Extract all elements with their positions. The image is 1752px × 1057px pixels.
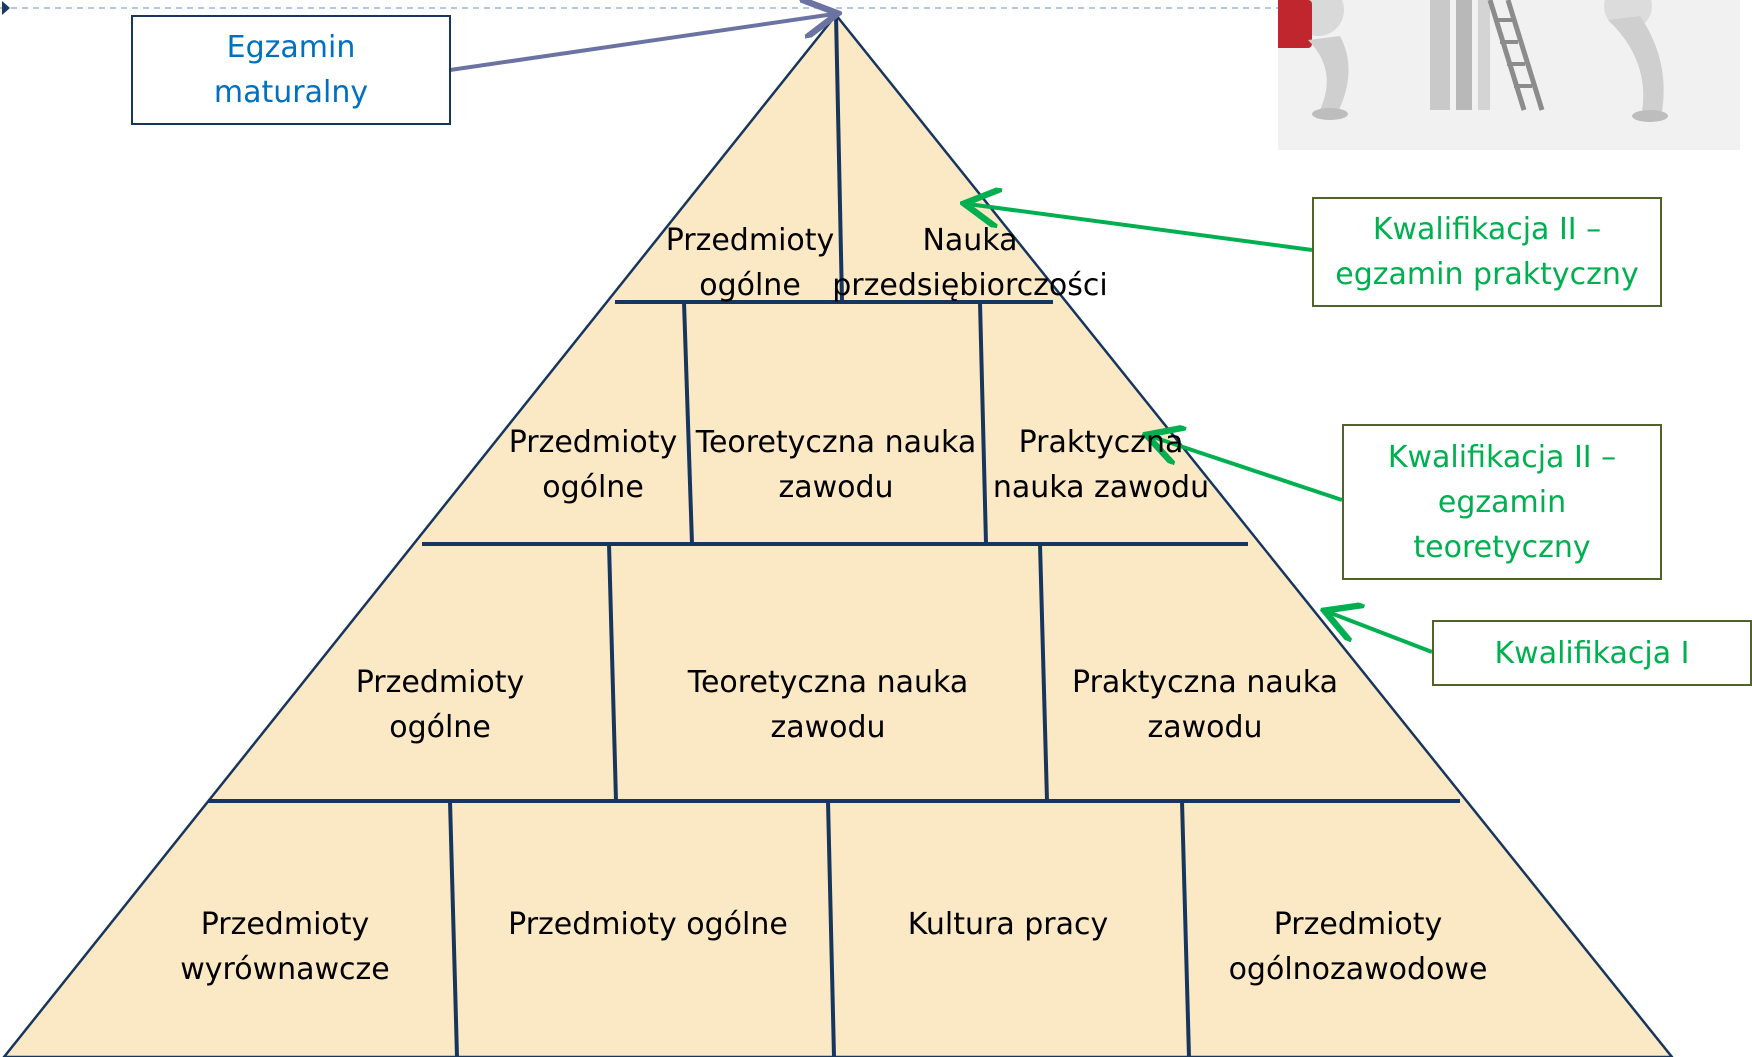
- callout-line: Egzamin: [226, 30, 356, 65]
- cell-divider: [826, 800, 836, 1057]
- matura-callout: Egzamin maturalny: [131, 15, 451, 125]
- arrow-theoretical: [1150, 436, 1343, 502]
- tier2-left-label: Przedmioty ogólne: [480, 420, 706, 510]
- cell-divider: [682, 301, 694, 545]
- label-line: Przedmioty ogólne: [508, 907, 788, 942]
- label-line: ogólne: [542, 470, 644, 505]
- cell-divider: [607, 543, 618, 802]
- arrow-k1: [1328, 612, 1433, 654]
- cell-divider: [834, 14, 844, 303]
- label-line: Przedmioty: [200, 907, 370, 942]
- label-line: Praktyczna: [1018, 425, 1184, 460]
- photo-drawing: [1278, 0, 1740, 150]
- tier3-left-label: Przedmioty ogólne: [330, 660, 550, 750]
- kwalifikacja-1-callout: Kwalifikacja I: [1432, 620, 1752, 686]
- label-line: ogólne: [389, 710, 491, 745]
- tier1-left-label: Przedmioty ogólne: [650, 218, 850, 308]
- label-line: Przedmioty: [1273, 907, 1443, 942]
- label-line: Teoretyczna nauka: [687, 665, 969, 700]
- callout-line: Kwalifikacja I: [1494, 635, 1690, 671]
- label-line: Praktyczna nauka: [1072, 665, 1338, 700]
- label-line: Kultura pracy: [907, 907, 1109, 942]
- label-line: zawodu: [778, 470, 894, 505]
- cell-divider: [1180, 800, 1191, 1057]
- tier2-middle-label: Teoretyczna nauka zawodu: [690, 420, 982, 510]
- tier1-right-label: Nauka przedsiębiorczości: [820, 218, 1120, 308]
- tier4-col3-label: Kultura pracy: [850, 902, 1166, 947]
- label-line: ogólne: [699, 268, 801, 303]
- callout-line: teoretyczny: [1413, 529, 1591, 565]
- tier4-col2-label: Przedmioty ogólne: [470, 902, 826, 947]
- label-line: Teoretyczna nauka: [695, 425, 977, 460]
- cell-divider: [978, 301, 988, 545]
- theoretical-exam-callout: Kwalifikacja II – egzamin teoretyczny: [1342, 424, 1662, 580]
- cell-divider: [448, 800, 459, 1057]
- label-line: nauka zawodu: [992, 470, 1210, 505]
- callout-line: egzamin: [1437, 484, 1567, 520]
- tier4-col4-label: Przedmioty ogólnozawodowe: [1200, 902, 1516, 992]
- arrow-matura: [449, 14, 834, 72]
- label-line: ogólnozawodowe: [1228, 952, 1488, 987]
- label-line: przedsiębiorczości: [832, 268, 1108, 303]
- label-line: Nauka: [922, 223, 1018, 258]
- callout-line: egzamin praktyczny: [1335, 257, 1639, 292]
- arrow-practical: [968, 204, 1313, 252]
- label-line: Przedmioty: [508, 425, 678, 460]
- triangle-bullet-icon: [2, 1, 10, 15]
- callout-line: Kwalifikacja II –: [1372, 212, 1602, 247]
- label-line: zawodu: [770, 710, 886, 745]
- label-line: Przedmioty: [665, 223, 835, 258]
- tier4-col1-label: Przedmioty wyrównawcze: [150, 902, 420, 992]
- tier2-right-label: Praktyczna nauka zawodu: [980, 420, 1222, 510]
- callout-line: maturalny: [213, 75, 369, 110]
- callout-line: Kwalifikacja II –: [1387, 439, 1617, 475]
- figures-with-ladder-image: [1278, 0, 1740, 150]
- label-line: Przedmioty: [355, 665, 525, 700]
- practical-exam-callout: Kwalifikacja II – egzamin praktyczny: [1312, 197, 1662, 307]
- pyramid-shape: [2, 12, 1674, 1057]
- label-line: wyrównawcze: [180, 952, 390, 987]
- tier3-middle-label: Teoretyczna nauka zawodu: [660, 660, 996, 750]
- cell-divider: [1038, 543, 1049, 802]
- label-line: zawodu: [1147, 710, 1263, 745]
- tier3-right-label: Praktyczna nauka zawodu: [1050, 660, 1360, 750]
